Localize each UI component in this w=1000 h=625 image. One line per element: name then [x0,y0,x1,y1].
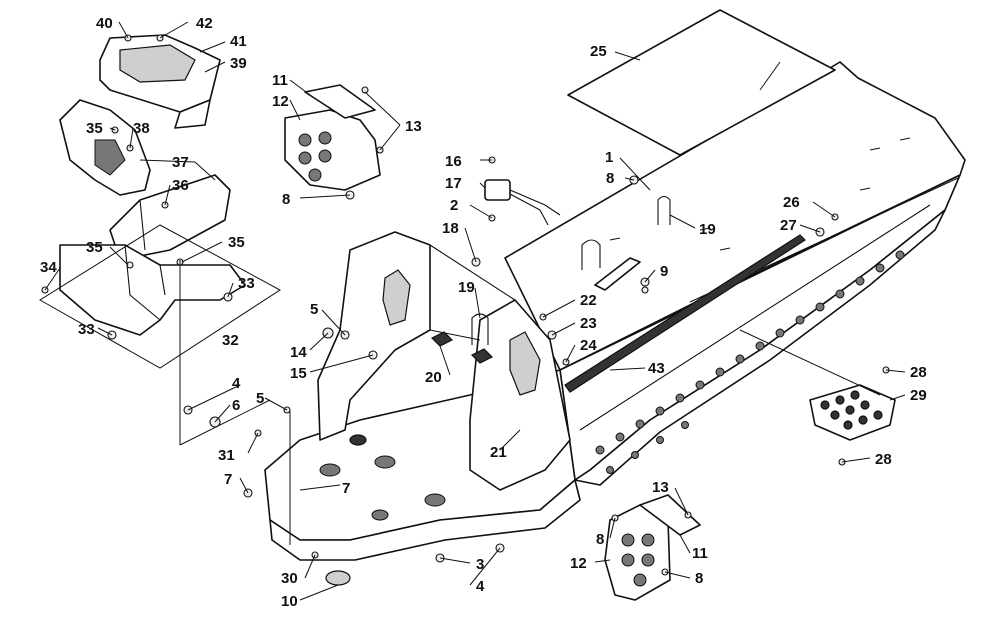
callout-22: 22 [580,292,597,309]
callout-35-c: 35 [228,234,245,251]
callout-35-b: 35 [86,239,103,256]
callout-12: 12 [272,93,289,110]
callout-14: 14 [290,344,307,361]
callout-1: 1 [605,149,613,166]
callout-13-b: 13 [652,479,669,496]
callout-41: 41 [230,33,247,50]
upper-guard [284,84,381,191]
callout-34: 34 [40,259,57,276]
callout-4-b: 4 [476,578,485,595]
callout-17: 17 [445,175,462,192]
lower-bracket [59,244,246,336]
callout-8-b: 8 [606,170,614,187]
callout-32: 32 [222,332,239,349]
u-bolt-upper [581,239,601,270]
lower-guard [604,494,701,601]
callout-28-b: 28 [875,451,892,468]
callout-26: 26 [783,194,800,211]
wear-strip [564,234,806,393]
callout-11-b: 11 [692,545,708,562]
callout-30: 30 [281,570,298,587]
callout-36: 36 [172,177,189,194]
callout-33-b: 33 [78,321,95,338]
steering-support [59,99,151,196]
callout-11: 11 [272,72,288,89]
callout-8-c: 8 [596,531,604,548]
callout-6: 6 [232,397,240,414]
callout-43: 43 [648,360,665,377]
callout-38: 38 [133,120,150,137]
callout-21: 21 [490,444,507,461]
callout-40: 40 [96,15,113,32]
callout-18: 18 [442,220,459,237]
callout-19-b: 19 [699,221,716,238]
chassis-frame [264,231,581,561]
callout-5-b: 5 [256,390,264,407]
callout-39: 39 [230,55,247,72]
wire-harness [484,179,561,226]
callout-3: 3 [476,556,484,573]
callout-4: 4 [232,375,241,392]
callout-13: 13 [405,118,422,135]
callout-27: 27 [780,217,797,234]
callout-7-b: 7 [342,480,350,497]
callout-2: 2 [450,197,458,214]
callout-8: 8 [282,191,290,208]
callout-10: 10 [281,593,298,610]
callout-37: 37 [172,154,189,171]
u-bolt-right [657,195,671,225]
footrest [809,384,896,441]
callout-35: 35 [86,120,103,137]
callout-12-b: 12 [570,555,587,572]
callout-8-d: 8 [695,570,703,587]
tunnel-assembly [504,61,966,486]
upper-bracket [99,34,221,129]
callout-5: 5 [310,301,318,318]
callout-33: 33 [238,275,255,292]
callout-7: 7 [224,471,232,488]
callout-29: 29 [910,387,927,404]
leader-lines [39,21,906,601]
callout-15: 15 [290,365,307,382]
callout-25: 25 [590,43,607,60]
callout-16: 16 [445,153,462,170]
callout-labels: 40 42 41 39 35 38 37 36 35 35 34 33 33 3… [40,15,927,610]
callout-31: 31 [218,447,235,464]
tunnel-cover-sheet [567,9,836,156]
tunnel-holes [595,250,905,474]
slot-plate [594,257,641,291]
callout-42: 42 [196,15,213,32]
callout-23: 23 [580,315,597,332]
callout-20: 20 [425,369,442,386]
callout-24: 24 [580,337,597,354]
callout-19: 19 [458,279,475,296]
u-bolt-lower [471,313,489,345]
callout-28: 28 [910,364,927,381]
callout-9: 9 [660,263,668,280]
